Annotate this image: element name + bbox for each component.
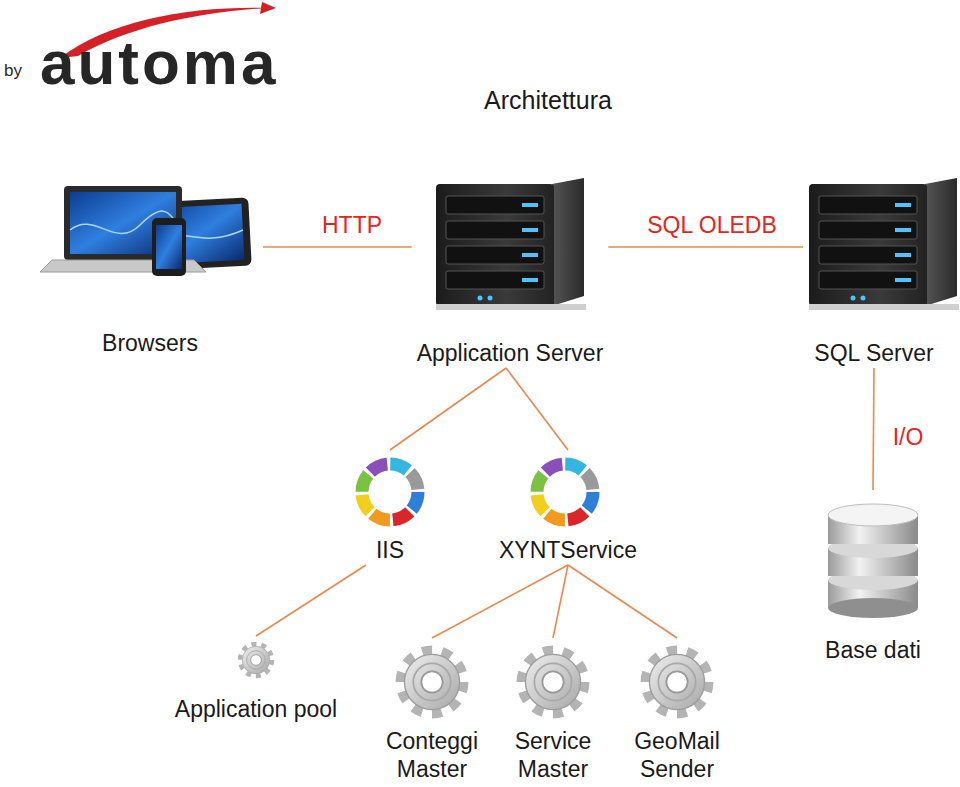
connector-line <box>432 565 568 638</box>
connector-line <box>256 565 366 636</box>
connector-stroke <box>390 368 506 450</box>
node-label: Application pool <box>175 695 337 724</box>
node-label: GeoMail Sender <box>618 727 736 785</box>
node-label: Base dati <box>825 636 921 665</box>
connector-stroke <box>873 368 874 490</box>
connector-line <box>608 246 803 247</box>
node-label: IIS <box>376 536 404 565</box>
component-node: Base dati <box>818 490 928 665</box>
connector-stroke <box>568 565 677 638</box>
connector-stroke <box>263 246 412 248</box>
node-label: Conteggi Master <box>373 727 491 785</box>
protocol-label: HTTP <box>319 212 385 239</box>
component-node: Service Master <box>489 638 617 784</box>
node-label: SQL Server <box>814 339 933 368</box>
component-node: IIS <box>350 450 430 565</box>
logo-prefix: by <box>4 62 22 79</box>
connector-line <box>568 565 677 638</box>
node-label: XYNTService <box>499 536 637 565</box>
node-label: Service Master <box>494 727 612 785</box>
diagram-title: Architettura <box>484 86 612 115</box>
node-label: Browsers <box>102 329 198 358</box>
protocol-label: SQL OLEDB <box>644 212 780 239</box>
component-node: Application Server <box>412 178 609 368</box>
protocol-label: I/O <box>890 424 927 451</box>
component-node: Application pool <box>170 636 342 724</box>
connector-line <box>390 368 506 450</box>
connector-line <box>873 368 874 490</box>
connector-line <box>553 565 568 638</box>
component-node: GeoMail Sender <box>613 638 741 784</box>
connector-stroke <box>608 246 803 248</box>
component-node: Conteggi Master <box>368 638 496 784</box>
component-node: SQL Server <box>803 178 945 368</box>
connector-line <box>263 246 412 247</box>
connector-line <box>506 368 568 450</box>
connector-stroke <box>256 565 366 636</box>
connector-stroke <box>432 565 568 638</box>
node-label: Application Server <box>417 339 604 368</box>
connector-stroke <box>553 565 568 638</box>
logo-wordmark: automa <box>40 32 278 94</box>
component-node: XYNTService <box>494 450 642 565</box>
component-node: Browsers <box>37 180 263 358</box>
connector-stroke <box>506 368 568 450</box>
